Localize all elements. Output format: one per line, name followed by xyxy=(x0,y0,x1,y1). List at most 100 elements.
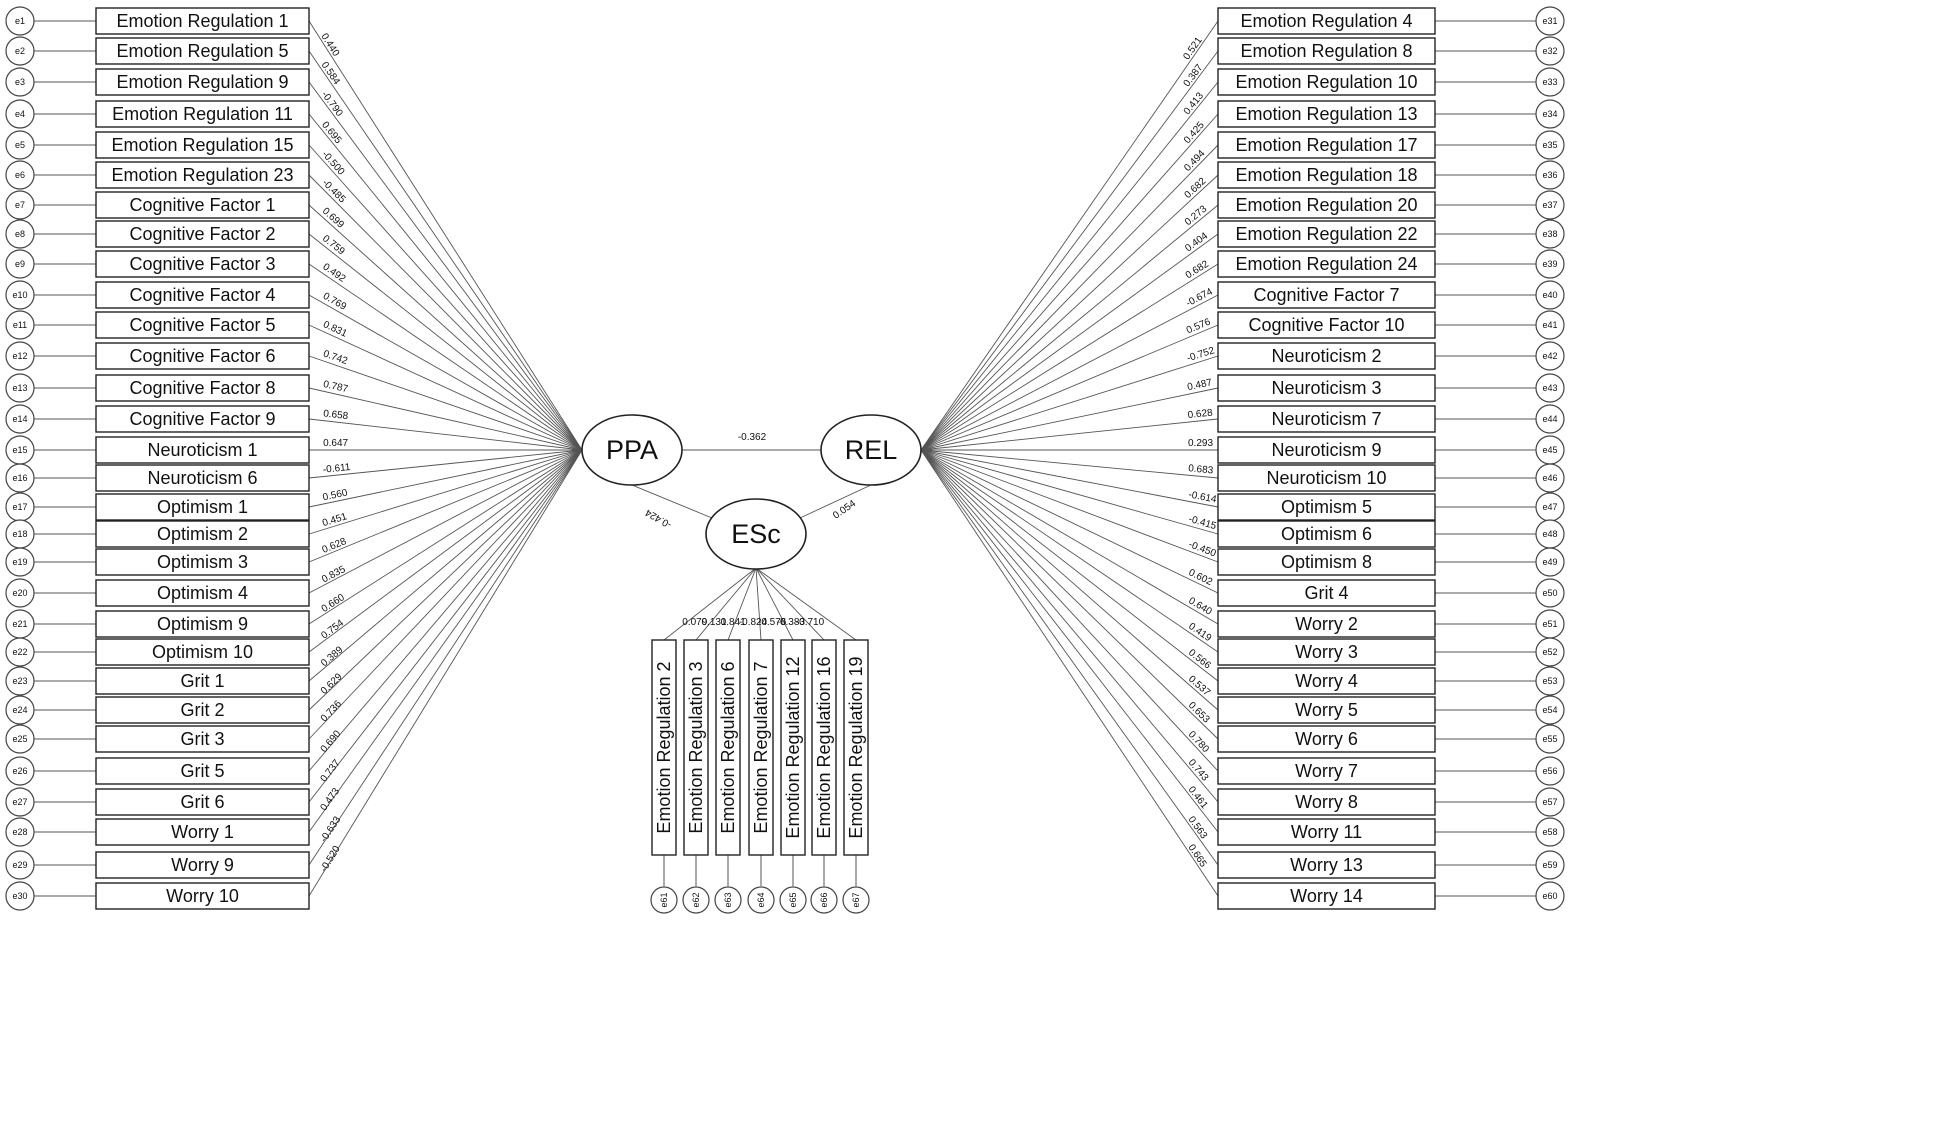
error-term-label: e26 xyxy=(12,766,27,776)
indicator-label: Neuroticism 3 xyxy=(1271,378,1381,398)
indicator-label: Optimism 1 xyxy=(157,497,248,517)
error-term-label: e33 xyxy=(1542,77,1557,87)
indicator-label: Worry 5 xyxy=(1295,700,1358,720)
indicator-label: Cognitive Factor 3 xyxy=(129,254,275,274)
error-term-label: e41 xyxy=(1542,320,1557,330)
error-term-label: e46 xyxy=(1542,473,1557,483)
loading-value: 0.537 xyxy=(1186,674,1212,699)
error-term-circle xyxy=(1535,373,1565,403)
error-term-label: e32 xyxy=(1542,46,1557,56)
error-term-circle xyxy=(5,547,35,577)
loading-value: 0.563 xyxy=(1186,814,1210,841)
error-term-circle xyxy=(5,67,35,97)
indicator-box xyxy=(1217,436,1436,464)
error-term-circle xyxy=(1535,190,1565,220)
error-term-label: e53 xyxy=(1542,676,1557,686)
error-term-label: e39 xyxy=(1542,259,1557,269)
indicator-label: Emotion Regulation 1 xyxy=(116,11,288,31)
error-term-circle xyxy=(5,637,35,667)
indicator-box xyxy=(1217,725,1436,753)
indicator-box xyxy=(95,638,310,666)
loading-path xyxy=(920,449,1219,563)
error-term-circle xyxy=(5,881,35,911)
loading-value: 0.658 xyxy=(323,408,350,422)
indicator-box xyxy=(1217,548,1436,576)
loading-path xyxy=(308,449,583,653)
indicator-box xyxy=(95,493,310,521)
error-term-circle xyxy=(5,756,35,786)
indicator-box xyxy=(1217,579,1436,607)
indicator-box xyxy=(95,220,310,248)
indicator-box xyxy=(95,520,310,548)
loading-path xyxy=(920,294,1219,451)
indicator-label: Worry 4 xyxy=(1295,671,1358,691)
indicator-box xyxy=(1217,610,1436,638)
error-term-circle xyxy=(747,886,775,914)
error-term-label: e66 xyxy=(819,892,829,907)
indicator-label: Cognitive Factor 4 xyxy=(129,285,275,305)
indicator-label: Optimism 10 xyxy=(152,642,253,662)
loading-path xyxy=(308,324,583,451)
loading-value: 0.787 xyxy=(322,379,349,395)
error-term-label: e38 xyxy=(1542,229,1557,239)
loading-value: 0.780 xyxy=(1186,729,1211,755)
indicator-box xyxy=(95,37,310,65)
loading-path xyxy=(308,233,583,451)
indicator-label: Emotion Regulation 15 xyxy=(111,135,293,155)
loading-value: 0.647 xyxy=(323,438,348,449)
error-term-circle xyxy=(1535,249,1565,279)
error-term-label: e18 xyxy=(12,529,27,539)
error-term-circle xyxy=(5,6,35,36)
loading-value: 0.742 xyxy=(322,349,350,368)
loading-path xyxy=(920,449,1219,866)
error-term-label: e43 xyxy=(1542,383,1557,393)
error-term-label: e4 xyxy=(15,109,25,119)
indicator-box xyxy=(1217,405,1436,433)
loading-path xyxy=(755,567,794,641)
indicator-label: Worry 2 xyxy=(1295,614,1358,634)
error-term-label: e56 xyxy=(1542,766,1557,776)
error-term-circle xyxy=(5,99,35,129)
loading-value: -0.383 xyxy=(777,617,806,628)
indicator-box xyxy=(95,100,310,128)
loading-value: 0.754 xyxy=(319,618,346,642)
indicator-box xyxy=(95,788,310,816)
indicator-box xyxy=(1217,757,1436,785)
error-term-circle xyxy=(5,578,35,608)
error-term-label: e28 xyxy=(12,827,27,837)
loading-value: 0.737 xyxy=(319,758,343,785)
error-term-label: e7 xyxy=(15,200,25,210)
error-term-circle xyxy=(1535,36,1565,66)
error-term-label: e34 xyxy=(1542,109,1557,119)
loading-path xyxy=(308,449,583,833)
indicator-box xyxy=(1217,68,1436,96)
indicator-box xyxy=(95,818,310,846)
loading-value: -0.520 xyxy=(319,844,343,874)
error-term-circle xyxy=(1535,341,1565,371)
indicator-label: Optimism 6 xyxy=(1281,524,1372,544)
error-term-label: e55 xyxy=(1542,734,1557,744)
error-term-label: e13 xyxy=(12,383,27,393)
error-term-label: e29 xyxy=(12,860,27,870)
loading-value: -0.611 xyxy=(322,462,351,476)
error-term-label: e48 xyxy=(1542,529,1557,539)
loading-path xyxy=(308,449,583,594)
indicator-box xyxy=(1217,464,1436,492)
indicator-box xyxy=(95,191,310,219)
error-term-circle xyxy=(1535,881,1565,911)
loading-value: 0.690 xyxy=(319,728,344,755)
indicator-label: Cognitive Factor 5 xyxy=(129,315,275,335)
indicator-label: Worry 10 xyxy=(166,886,239,906)
indicator-label: Emotion Regulation 9 xyxy=(116,72,288,92)
loading-value: -0.450 xyxy=(1187,539,1218,559)
indicator-label: Grit 2 xyxy=(180,700,224,720)
loading-path xyxy=(308,449,583,803)
loading-value: 0.653 xyxy=(1186,700,1212,726)
indicator-box xyxy=(1217,788,1436,816)
loading-value: 0.602 xyxy=(1187,567,1215,588)
error-term-label: e3 xyxy=(15,77,25,87)
loading-value: 0.835 xyxy=(320,564,348,586)
correlation-path xyxy=(799,484,872,519)
indicator-box xyxy=(95,161,310,189)
indicator-box xyxy=(95,696,310,724)
